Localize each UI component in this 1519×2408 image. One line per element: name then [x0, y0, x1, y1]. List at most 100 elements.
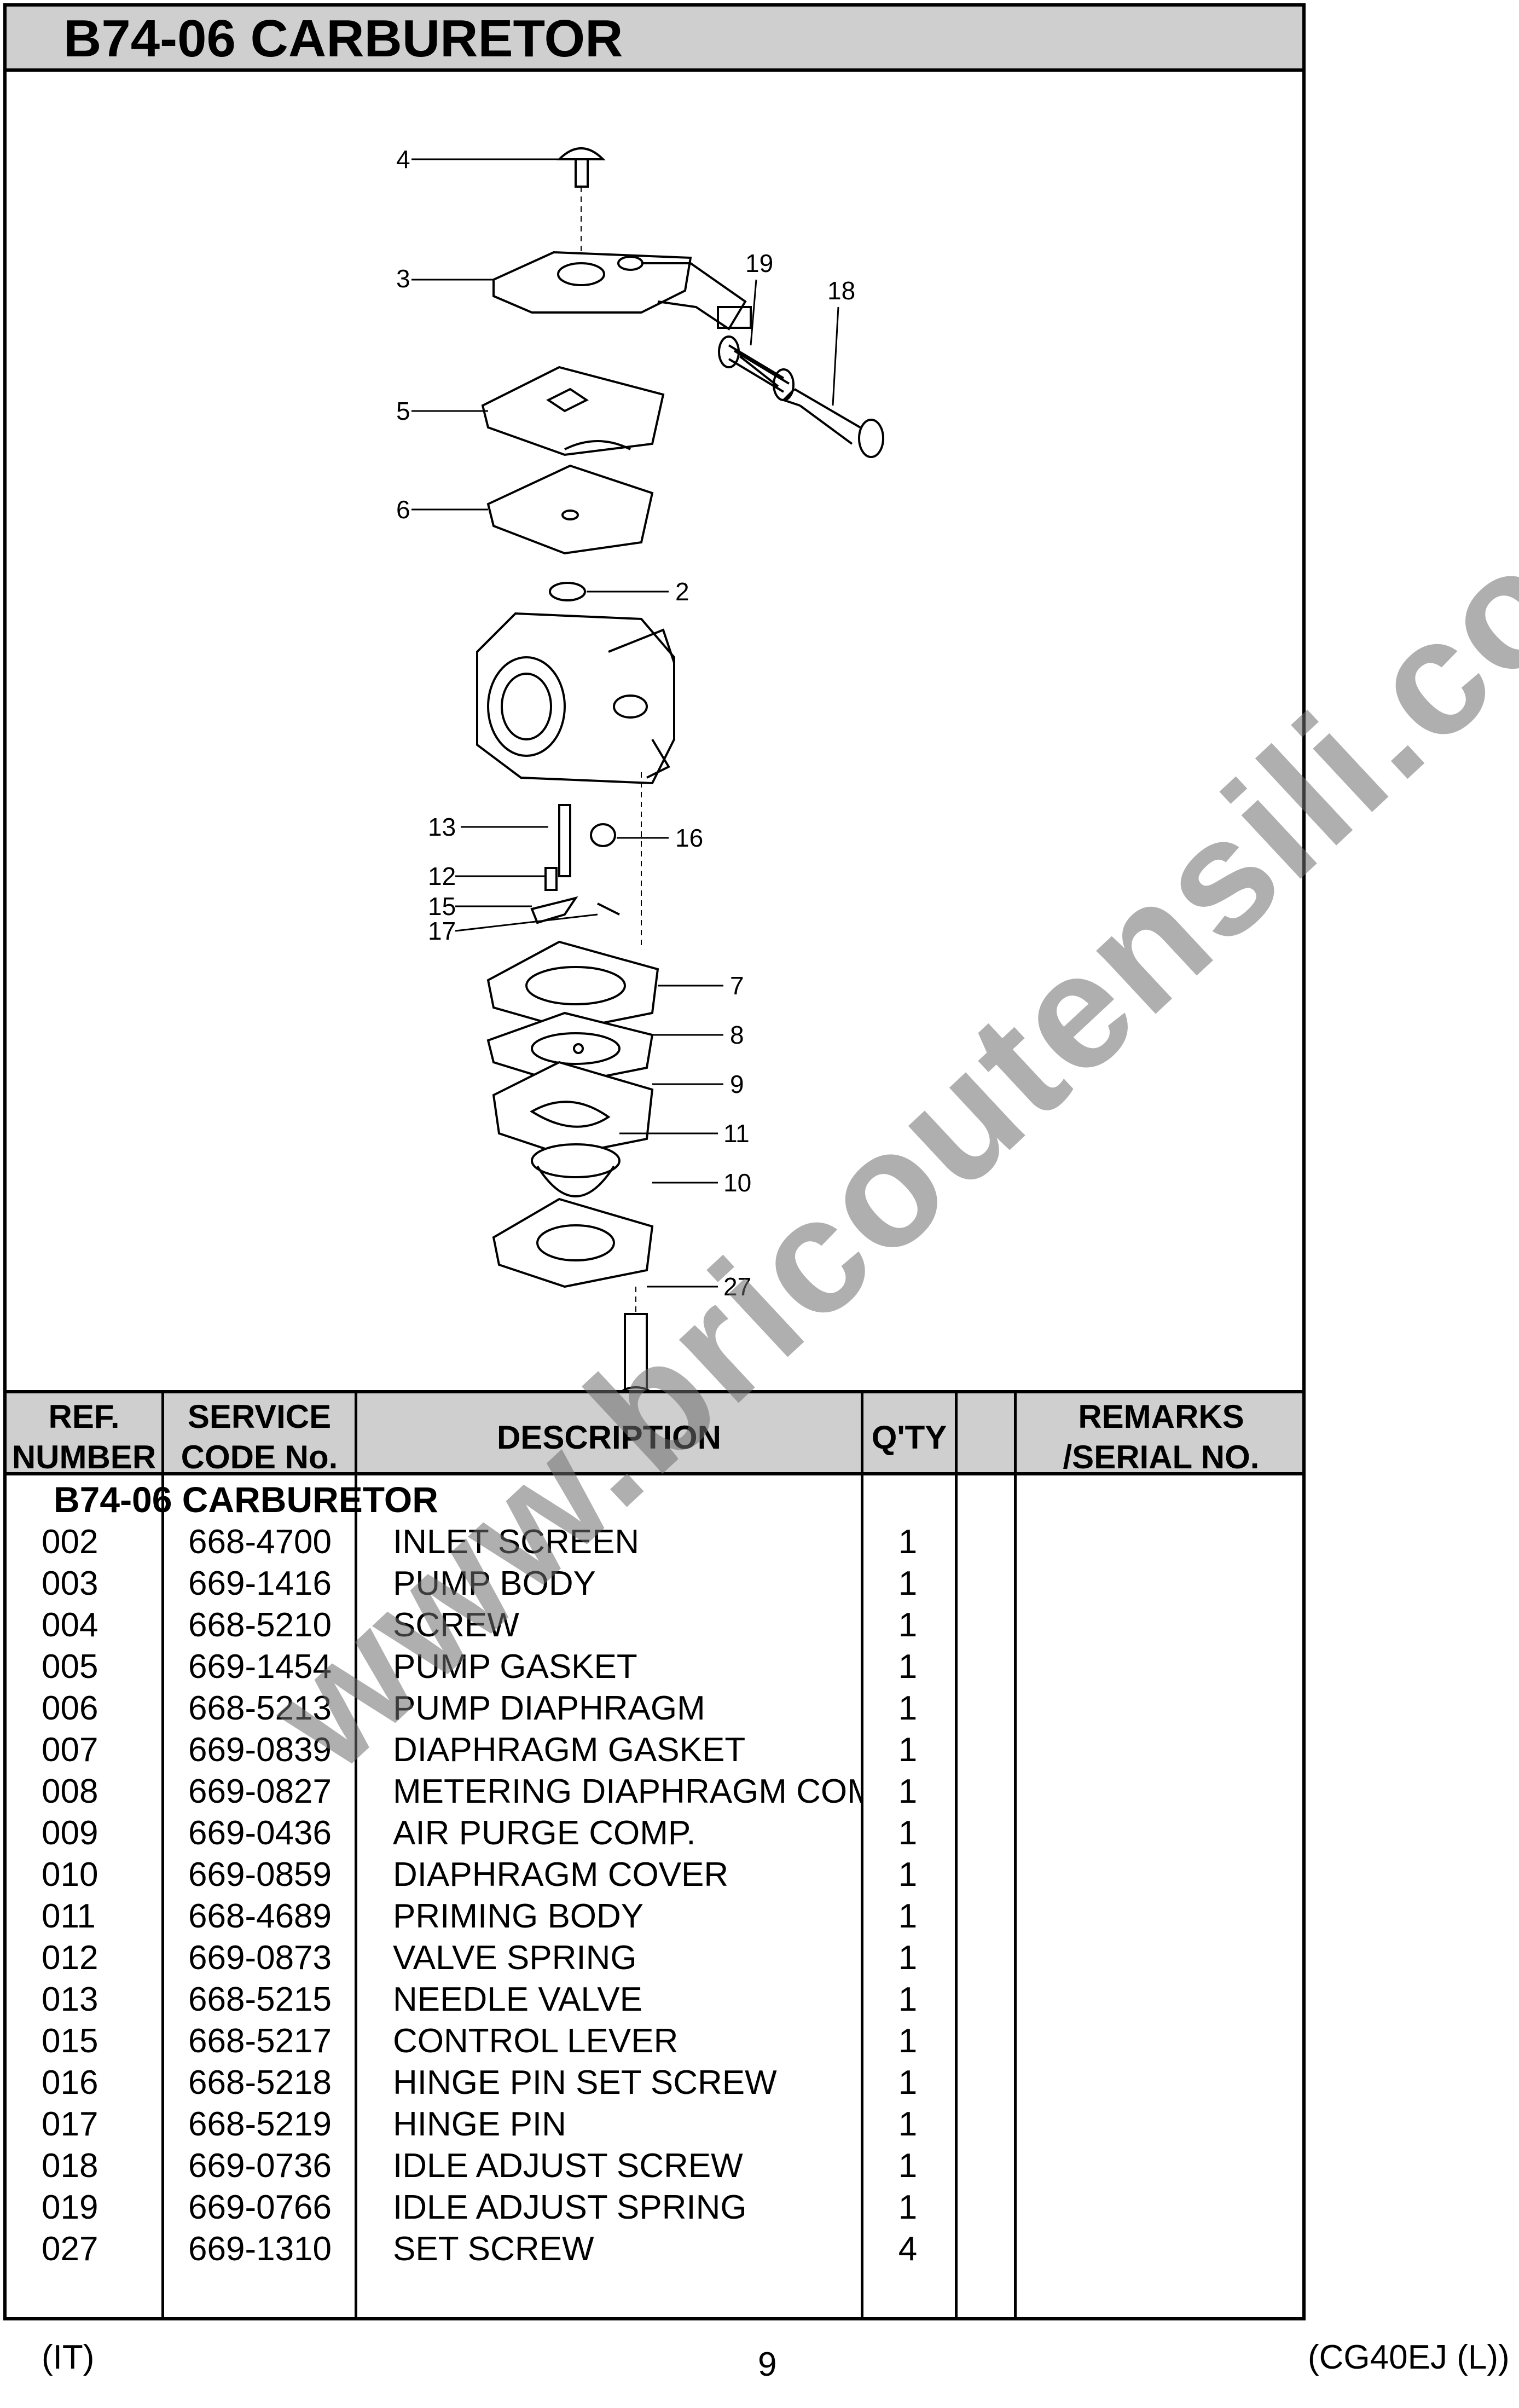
- callout-12: 12: [428, 862, 456, 890]
- callout-19: 19: [745, 249, 773, 277]
- footer-model: (CG40EJ (L)): [1308, 2338, 1510, 2376]
- code-cell: 669-1416: [188, 1565, 332, 1602]
- code-cell: 669-0839: [188, 1731, 332, 1769]
- table-row: 003 669-1416 PUMP BODY 1: [0, 1563, 1302, 1605]
- qty-cell: 1: [898, 1689, 918, 1727]
- col-header-code-line2: CODE No.: [181, 1439, 338, 1475]
- description-cell: SCREW: [393, 1606, 519, 1644]
- code-cell: 668-4689: [188, 1897, 332, 1935]
- ref-cell: 012: [42, 1939, 98, 1977]
- code-cell: 668-4700: [188, 1523, 332, 1561]
- carburetor-main-body: [476, 612, 675, 785]
- callout-15: 15: [428, 892, 456, 921]
- description-cell: PRIMING BODY: [393, 1897, 644, 1935]
- column-divider-3: [861, 1390, 863, 2317]
- footer-language: (IT): [42, 2338, 95, 2376]
- qty-cell: 1: [898, 1814, 918, 1852]
- ref-cell: 002: [42, 1523, 98, 1561]
- ref-cell: 007: [42, 1731, 98, 1769]
- code-cell: 668-5213: [188, 1689, 332, 1727]
- qty-cell: 1: [898, 1856, 918, 1894]
- description-cell: HINGE PIN: [393, 2105, 566, 2143]
- ref-cell: 018: [42, 2147, 98, 2185]
- callout-10: 10: [723, 1168, 751, 1197]
- page-title: B74-06 CARBURETOR: [63, 9, 623, 68]
- description-cell: PUMP DIAPHRAGM: [393, 1689, 705, 1727]
- description-cell: HINGE PIN SET SCREW: [393, 2064, 777, 2102]
- col-header-code-line1: SERVICE: [187, 1398, 332, 1435]
- qty-cell: 1: [898, 1773, 918, 1810]
- description-cell: INLET SCREEN: [393, 1523, 640, 1561]
- title-bar: B74-06 CARBURETOR: [3, 3, 1306, 72]
- ref-cell: 008: [42, 1773, 98, 1810]
- description-cell: IDLE ADJUST SPRING: [393, 2189, 747, 2226]
- code-cell: 669-0766: [188, 2189, 332, 2226]
- column-divider-2: [355, 1390, 357, 2317]
- callout-17: 17: [428, 917, 456, 945]
- ref-cell: 017: [42, 2105, 98, 2143]
- footer-page-number: 9: [758, 2346, 777, 2383]
- code-cell: 668-5217: [188, 2022, 332, 2060]
- qty-cell: 1: [898, 2189, 918, 2226]
- callout-18: 18: [827, 276, 855, 305]
- ref-cell: 006: [42, 1689, 98, 1727]
- part-8-metering-diaphragm: [486, 1011, 654, 1086]
- part-7-diaphragm-gasket: [486, 940, 659, 1031]
- description-cell: IDLE ADJUST SCREW: [393, 2147, 743, 2185]
- ref-cell: 003: [42, 1565, 98, 1602]
- ref-cell: 004: [42, 1606, 98, 1644]
- diagram-svg: 4 3 19 18 5 6 2 13 16 12 15 17 7 8 9 11 …: [396, 145, 884, 1391]
- part-17-hinge-pin: [597, 902, 620, 916]
- ref-cell: 010: [42, 1856, 98, 1894]
- description-cell: SET SCREW: [393, 2230, 594, 2268]
- qty-cell: 1: [898, 1523, 918, 1561]
- part-18-idle-adjust-screw: [781, 388, 884, 458]
- callout-11: 11: [723, 1119, 750, 1148]
- part-12-valve-spring: [544, 867, 558, 891]
- qty-cell: 1: [898, 1565, 918, 1602]
- column-divider-1: [161, 1390, 164, 2317]
- ref-cell: 011: [42, 1897, 96, 1935]
- table-row: 008 669-0827 METERING DIAPHRAGM COM 1: [0, 1771, 1302, 1813]
- carburetor-exploded-diagram: 4 3 19 18 5 6 2 13 16 12 15 17 7 8 9 11 …: [7, 72, 1302, 1391]
- callout-6: 6: [396, 495, 410, 524]
- qty-cell: 1: [898, 2147, 918, 2185]
- col-header-remarks: REMARKS /SERIAL NO.: [1017, 1397, 1306, 1478]
- description-cell: NEEDLE VALVE: [393, 1981, 643, 2018]
- col-header-qty: Q'TY: [871, 1419, 947, 1456]
- description-cell: VALVE SPRING: [393, 1939, 637, 1977]
- ref-cell: 005: [42, 1648, 98, 1686]
- description-cell: PUMP BODY: [393, 1565, 596, 1602]
- col-header-description: DESCRIPTION: [496, 1419, 722, 1456]
- part-16-hinge-pin-set-screw: [590, 823, 616, 847]
- part-4-screw: [556, 147, 606, 188]
- callout-5: 5: [396, 397, 410, 425]
- callout-3: 3: [396, 264, 410, 293]
- table-header-row: [3, 1390, 1306, 1475]
- table-row: 002 668-4700 INLET SCREEN 1: [0, 1521, 1302, 1563]
- part-2-inlet-screen: [549, 582, 586, 601]
- qty-cell: 1: [898, 2064, 918, 2102]
- code-cell: 669-1310: [188, 2230, 332, 2268]
- column-divider-5: [1014, 1390, 1017, 2317]
- ref-cell: 019: [42, 2189, 98, 2226]
- description-cell: DIAPHRAGM COVER: [393, 1856, 729, 1894]
- code-cell: 669-0827: [188, 1773, 332, 1810]
- part-15-control-lever: [530, 896, 578, 924]
- col-header-remarks-line2: /SERIAL NO.: [1063, 1439, 1260, 1475]
- callout-9: 9: [730, 1070, 744, 1098]
- part-5-pump-gasket: [481, 366, 665, 456]
- part-6-pump-diaphragm: [486, 464, 654, 555]
- description-cell: METERING DIAPHRAGM COM: [393, 1773, 863, 1810]
- ref-cell: 009: [42, 1814, 98, 1852]
- ref-cell: 015: [42, 2022, 98, 2060]
